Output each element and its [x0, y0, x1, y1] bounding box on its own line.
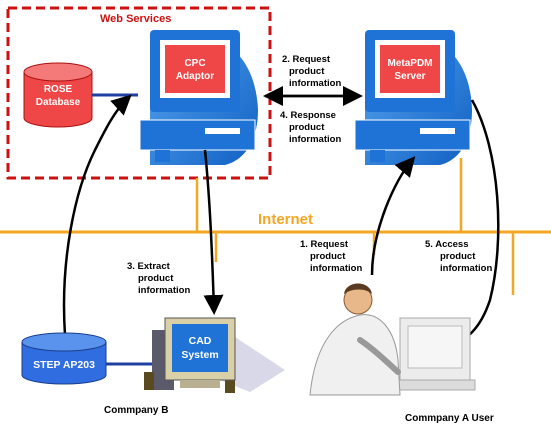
rose-db-line1: ROSE — [44, 84, 73, 95]
company-b-label: Commpany B — [104, 405, 168, 416]
web-services-box: Web Services — [6, 6, 272, 180]
step-ap203-database: STEP AP203 — [21, 332, 107, 385]
svg-text:5. Access: 5. Access — [425, 239, 469, 250]
metapdm-line2: Server — [394, 71, 425, 82]
cpc-line1: CPC — [184, 58, 205, 69]
step4-label: 4. Response product information — [280, 110, 341, 145]
arrow-step3 — [203, 149, 224, 315]
svg-text:information: information — [289, 134, 341, 145]
company-a-label: Commpany A User — [405, 413, 494, 424]
cpc-adaptor-computer: CPC Adaptor — [139, 30, 258, 165]
svg-text:product: product — [310, 251, 346, 262]
cpc-screen — [165, 45, 225, 93]
rose-db-line2: Database — [36, 97, 81, 108]
metapdm-line1: MetaPDM — [387, 58, 432, 69]
arrow-step-to-rose — [62, 94, 132, 336]
svg-text:information: information — [138, 285, 190, 296]
step3-label: 3. Extract product information — [127, 261, 190, 296]
cad-line1: CAD — [189, 335, 212, 347]
arrow-step1 — [370, 156, 416, 276]
cad-screen — [172, 324, 228, 372]
cad-system-computer: CAD System — [144, 317, 285, 393]
step2-label: 2. Request product information — [282, 54, 341, 89]
cad-line2: System — [181, 349, 218, 361]
rose-database: ROSE Database — [23, 62, 93, 128]
svg-text:3. Extract: 3. Extract — [127, 261, 171, 272]
svg-text:product: product — [138, 273, 174, 284]
svg-text:product: product — [289, 66, 325, 77]
internet-bus: Internet — [0, 158, 551, 295]
svg-text:information: information — [440, 263, 492, 274]
metapdm-screen — [380, 45, 440, 93]
svg-text:4. Response: 4. Response — [280, 110, 336, 121]
web-services-title: Web Services — [100, 13, 171, 25]
svg-text:1. Request: 1. Request — [300, 239, 349, 250]
svg-text:product: product — [289, 122, 325, 133]
step1-label: 1. Request product information — [300, 239, 362, 274]
svg-text:information: information — [289, 78, 341, 89]
company-a-user-illustration — [309, 283, 476, 396]
step-db-label: STEP AP203 — [33, 359, 95, 371]
internet-label: Internet — [258, 211, 313, 228]
metapdm-server-computer: MetaPDM Server — [354, 30, 472, 165]
svg-text:information: information — [310, 263, 362, 274]
step5-label: 5. Access product information — [425, 239, 492, 274]
svg-text:2. Request: 2. Request — [282, 54, 331, 65]
svg-text:product: product — [440, 251, 476, 262]
cpc-line2: Adaptor — [176, 71, 214, 82]
